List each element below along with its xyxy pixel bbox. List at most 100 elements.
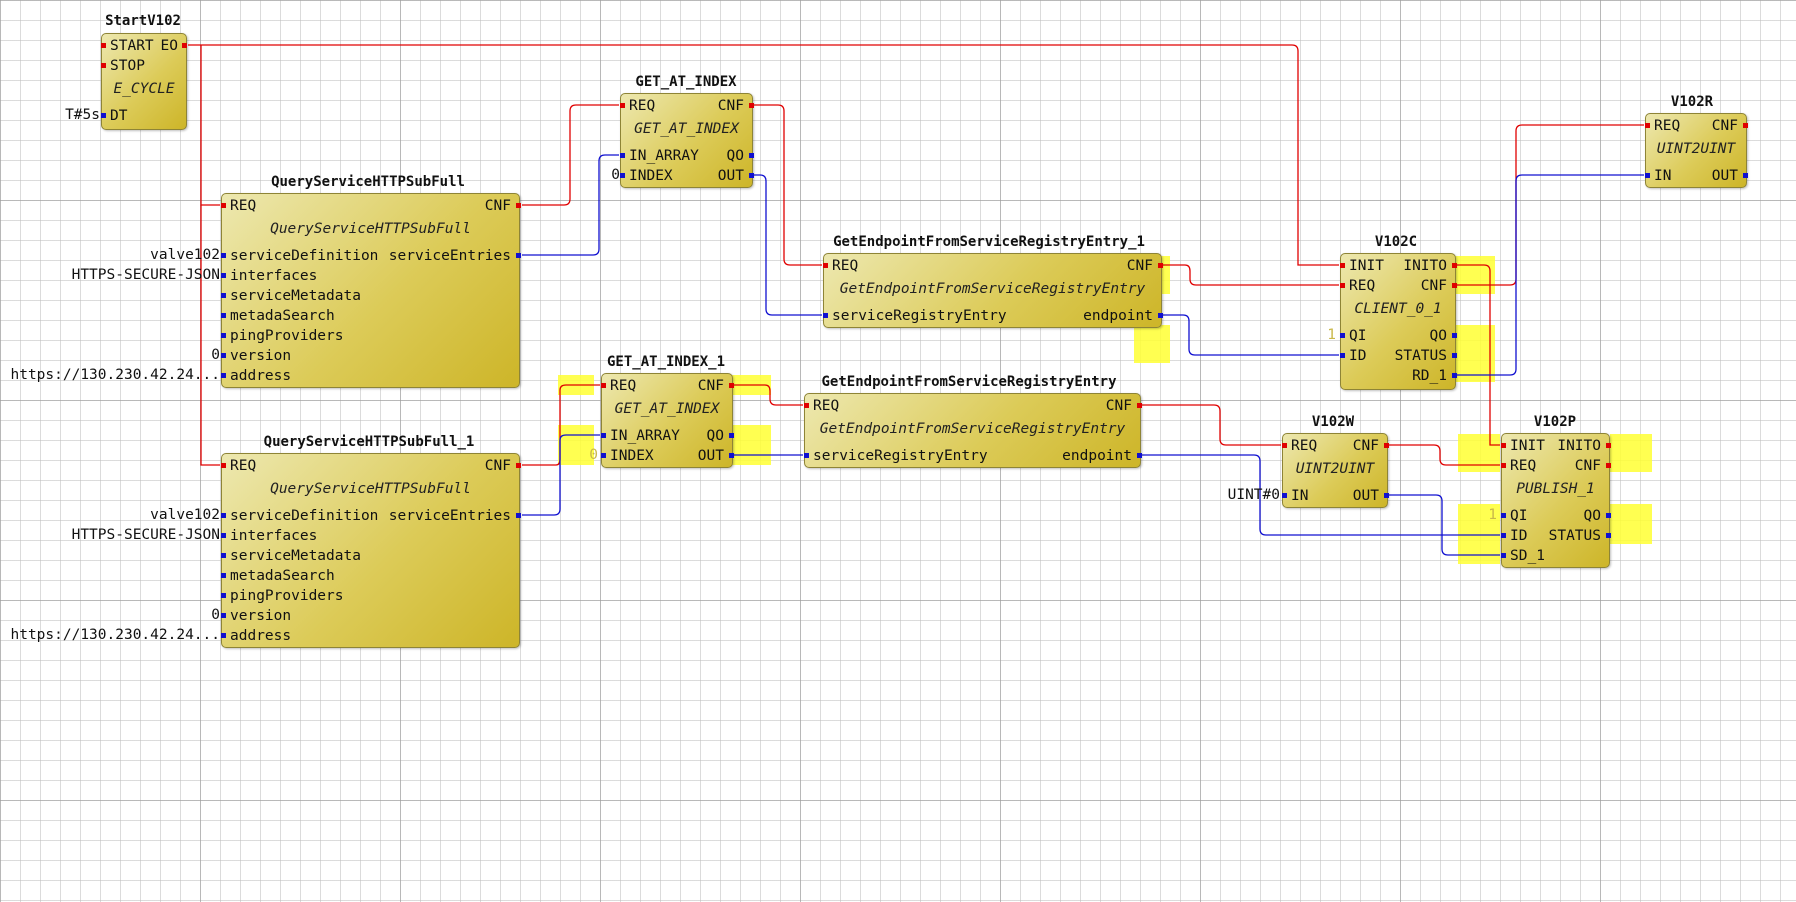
event-pin-marker (1452, 283, 1457, 288)
event-pin-marker (221, 203, 226, 208)
pin-inito: INITO (1557, 438, 1601, 454)
param-qi: 1 (1488, 507, 1497, 523)
highlight-marker (1610, 504, 1652, 544)
param-service-definition: valve102 (150, 247, 220, 263)
pin-in: IN (1291, 488, 1309, 504)
fb-get-at-index[interactable]: REQ CNF GET_AT_INDEX IN_ARRAY QO INDEX O… (620, 93, 753, 188)
highlight-marker (1455, 256, 1495, 294)
pin-id: ID (1349, 348, 1367, 364)
fb-type: CLIENT_0_1 (1354, 301, 1442, 317)
pin-qo: QO (706, 428, 724, 444)
highlight-marker (1610, 434, 1652, 472)
param-index: 0 (611, 167, 620, 183)
fb-type: QueryServiceHTTPSubFull (270, 481, 471, 497)
highlight-marker (1455, 325, 1495, 382)
pin-metada-search: metadaSearch (230, 308, 335, 324)
fb-get-at-index-1[interactable]: REQ CNF GET_AT_INDEX IN_ARRAY QO INDEX O… (601, 373, 733, 468)
pin-req: REQ (230, 458, 257, 474)
data-pin-marker (221, 593, 226, 598)
pin-req: REQ (1510, 458, 1537, 474)
event-pin-marker (1158, 263, 1163, 268)
highlight-marker (558, 425, 594, 465)
data-pin-marker (221, 573, 226, 578)
data-pin-marker (1606, 533, 1611, 538)
data-pin-marker (221, 613, 226, 618)
fb-get-endpoint-1[interactable]: REQ CNF GetEndpointFromServiceRegistryEn… (823, 253, 1162, 328)
pin-status: STATUS (1548, 528, 1601, 544)
pin-status: STATUS (1394, 348, 1447, 364)
event-pin-marker (1282, 443, 1287, 448)
data-pin-marker (1452, 333, 1457, 338)
event-pin-marker (749, 103, 754, 108)
event-pin-marker (729, 383, 734, 388)
fb-name-v102p: V102P (1533, 414, 1577, 430)
fb-v102w[interactable]: REQ CNF UINT2UINT IN OUT (1282, 433, 1388, 508)
param-index: 0 (589, 447, 598, 463)
highlight-marker (1458, 504, 1500, 564)
pin-endpoint: endpoint (1083, 308, 1153, 324)
data-pin-marker (221, 293, 226, 298)
pin-service-registry-entry: serviceRegistryEntry (813, 448, 988, 464)
pin-cnf: CNF (1105, 398, 1132, 414)
event-connection (1142, 404, 1281, 446)
pin-service-registry-entry: serviceRegistryEntry (832, 308, 1007, 324)
fb-type: UINT2UINT (1295, 461, 1375, 477)
pin-endpoint: endpoint (1062, 448, 1132, 464)
fb-type: QueryServiceHTTPSubFull (270, 221, 471, 237)
data-pin-marker (516, 253, 521, 258)
event-pin-marker (1606, 463, 1611, 468)
data-pin-marker (1501, 513, 1506, 518)
pin-in-array: IN_ARRAY (610, 428, 680, 444)
pin-service-metadata: serviceMetadata (230, 288, 361, 304)
pin-service-entries: serviceEntries (388, 508, 511, 524)
data-pin-marker (1137, 453, 1142, 458)
pin-ping-providers: pingProviders (230, 328, 344, 344)
event-pin-marker (1501, 463, 1506, 468)
param-dt: T#5s (65, 107, 100, 123)
pin-in: IN (1654, 168, 1672, 184)
fb-type: GET_AT_INDEX (634, 121, 739, 137)
fb-type: GET_AT_INDEX (614, 401, 720, 417)
data-pin-marker (729, 433, 734, 438)
event-pin-marker (1340, 283, 1345, 288)
event-pin-marker (221, 463, 226, 468)
data-connection (522, 154, 619, 256)
data-pin-marker (1743, 173, 1748, 178)
pin-sd-1: SD_1 (1510, 548, 1545, 564)
fb-v102p[interactable]: INIT INITO REQ CNF PUBLISH_1 QI QO ID ST… (1501, 433, 1610, 568)
data-pin-marker (1340, 353, 1345, 358)
pin-out: OUT (717, 168, 744, 184)
fb-get-endpoint[interactable]: REQ CNF GetEndpointFromServiceRegistryEn… (804, 393, 1141, 468)
data-pin-marker (1282, 493, 1287, 498)
fb-v102r[interactable]: REQ CNF UINT2UINT IN OUT (1645, 113, 1747, 188)
fb-query-full[interactable]: REQ CNF QueryServiceHTTPSubFull serviceD… (221, 193, 520, 388)
highlight-marker (1458, 434, 1500, 472)
fb-name-v102w: V102W (1311, 414, 1355, 430)
fb-query-full-1[interactable]: REQ CNF QueryServiceHTTPSubFull serviceD… (221, 453, 520, 648)
fb-v102c[interactable]: INIT INITO REQ CNF CLIENT_0_1 QI QO ID S… (1340, 253, 1456, 390)
event-pin-marker (1501, 443, 1506, 448)
fb-startv102[interactable]: START STOP EO E_CYCLE DT (101, 33, 187, 130)
pin-req: REQ (1291, 438, 1318, 454)
pin-cnf: CNF (1420, 278, 1447, 294)
highlight-marker (731, 425, 771, 465)
pin-interfaces: interfaces (230, 528, 318, 544)
param-qi: 1 (1327, 327, 1336, 343)
data-connection (1389, 494, 1500, 556)
data-pin-marker (1501, 553, 1506, 558)
event-pin-marker (516, 203, 521, 208)
data-pin-marker (221, 513, 226, 518)
event-pin-marker (1137, 403, 1142, 408)
param-interfaces: HTTPS-SECURE-JSON (71, 527, 220, 543)
pin-ping-providers: pingProviders (230, 588, 344, 604)
data-pin-marker (1340, 333, 1345, 338)
event-pin-marker (804, 403, 809, 408)
data-connection (1163, 314, 1339, 356)
pin-index: INDEX (629, 168, 673, 184)
event-connection (1457, 124, 1644, 286)
event-pin-marker (1452, 263, 1457, 268)
event-pin-marker (101, 63, 106, 68)
data-pin-marker (620, 153, 625, 158)
fb-type: GetEndpointFromServiceRegistryEntry (839, 281, 1146, 297)
